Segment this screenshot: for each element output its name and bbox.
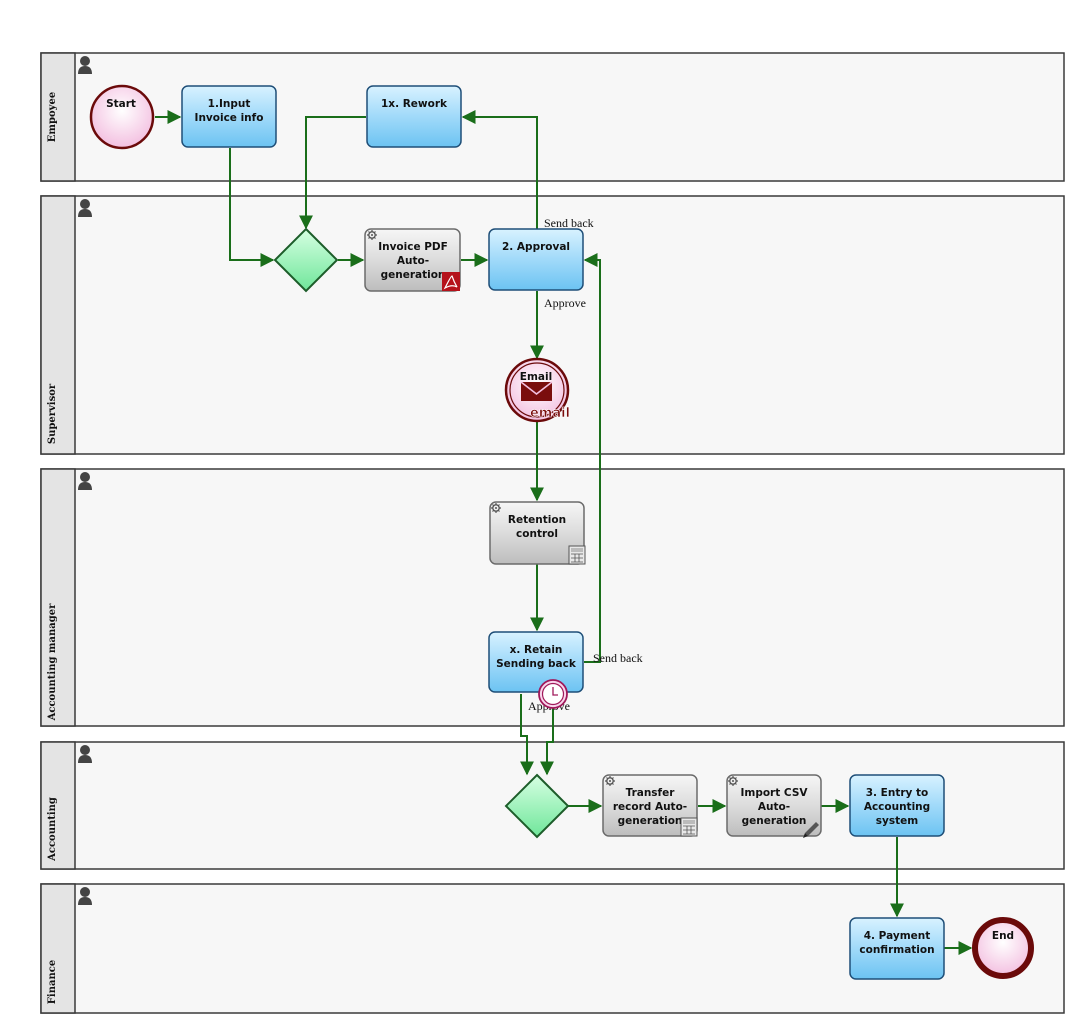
timer-icon[interactable]: [538, 679, 568, 709]
gear-icon: [366, 229, 378, 241]
gear-icon: [490, 502, 502, 514]
lane-label-finance: Finance: [47, 960, 58, 1004]
task-label: Retention: [508, 514, 566, 526]
task-label: system: [876, 815, 918, 827]
lane-label-supervisor: Supervisor: [47, 383, 58, 444]
task-label: generation: [381, 269, 446, 281]
task-label: Import CSV: [740, 787, 808, 799]
flow-input-to-gateway[interactable]: [229, 148, 275, 267]
task-invoice-pdf[interactable]: Invoice PDF Auto- generation: [364, 228, 461, 292]
sequence-flows: [155, 110, 973, 955]
task-label: record Auto-: [613, 801, 687, 813]
end-label: End: [992, 930, 1014, 942]
envelope-icon: [520, 381, 553, 401]
gear-icon: [604, 775, 616, 787]
task-label: generation: [618, 815, 683, 827]
start-label: Start: [106, 98, 136, 110]
task-label: Invoice PDF: [378, 241, 448, 253]
flow-rework-to-gateway[interactable]: [299, 116, 366, 230]
flow-retain-send-back[interactable]: [583, 253, 601, 663]
task-label: 2. Approval: [502, 241, 570, 253]
end-event[interactable]: End: [972, 917, 1034, 979]
calculator-icon: [568, 545, 586, 565]
flow-label-send-back: Send back: [593, 651, 643, 665]
task-label: Auto-: [758, 801, 790, 813]
task-label: Accounting: [864, 801, 930, 813]
task-retention-control[interactable]: Retention control: [489, 501, 586, 565]
flow-timer-to-gateway[interactable]: [540, 708, 554, 776]
flow-label-send-back: Send back: [544, 216, 594, 230]
task-label: x. Retain: [510, 644, 563, 656]
start-event[interactable]: Start: [89, 84, 155, 150]
exclusive-gateway[interactable]: [504, 773, 570, 839]
task-label: Auto-: [397, 255, 429, 267]
flow-label-approve: Approve: [544, 296, 586, 310]
email-badge: email: [530, 406, 570, 421]
task-label: generation: [742, 815, 807, 827]
task-input-invoice[interactable]: 1.Input Invoice info: [181, 85, 277, 148]
task-label: 1.Input: [208, 98, 251, 110]
task-transfer-record[interactable]: Transfer record Auto- generation: [602, 774, 698, 837]
task-import-csv[interactable]: Import CSV Auto- generation: [726, 774, 822, 838]
lane-label-accounting: Accounting: [47, 797, 58, 862]
task-retain-sending-back[interactable]: x. Retain Sending back: [488, 631, 584, 709]
flow-retain-approve[interactable]: [520, 694, 534, 776]
pdf-icon: [442, 272, 460, 291]
task-payment-confirmation[interactable]: 4. Payment confirmation: [849, 917, 945, 980]
lane-label-accounting-manager: Accounting manager: [47, 603, 58, 721]
task-label: Invoice info: [195, 112, 264, 124]
task-approval[interactable]: 2. Approval: [488, 228, 584, 291]
task-label: Sending back: [496, 658, 577, 670]
flow-approval-send-back[interactable]: [461, 110, 538, 229]
exclusive-gateway[interactable]: [273, 227, 339, 293]
task-entry-accounting[interactable]: 3. Entry to Accounting system: [849, 774, 945, 837]
task-label: control: [516, 528, 558, 540]
lane-label-employee: Empoyee: [47, 92, 58, 142]
task-label: Transfer: [626, 787, 676, 799]
task-rework[interactable]: 1x. Rework: [366, 85, 462, 148]
task-label: confirmation: [859, 944, 934, 956]
email-title: Email: [520, 371, 552, 383]
email-intermediate-event[interactable]: Email email: [504, 357, 570, 423]
calculator-icon: [680, 817, 698, 837]
task-label: 4. Payment: [864, 930, 931, 942]
pencil-icon: [803, 822, 819, 838]
task-label: 3. Entry to: [866, 787, 929, 799]
task-label: 1x. Rework: [381, 98, 448, 110]
gear-icon: [727, 775, 739, 787]
